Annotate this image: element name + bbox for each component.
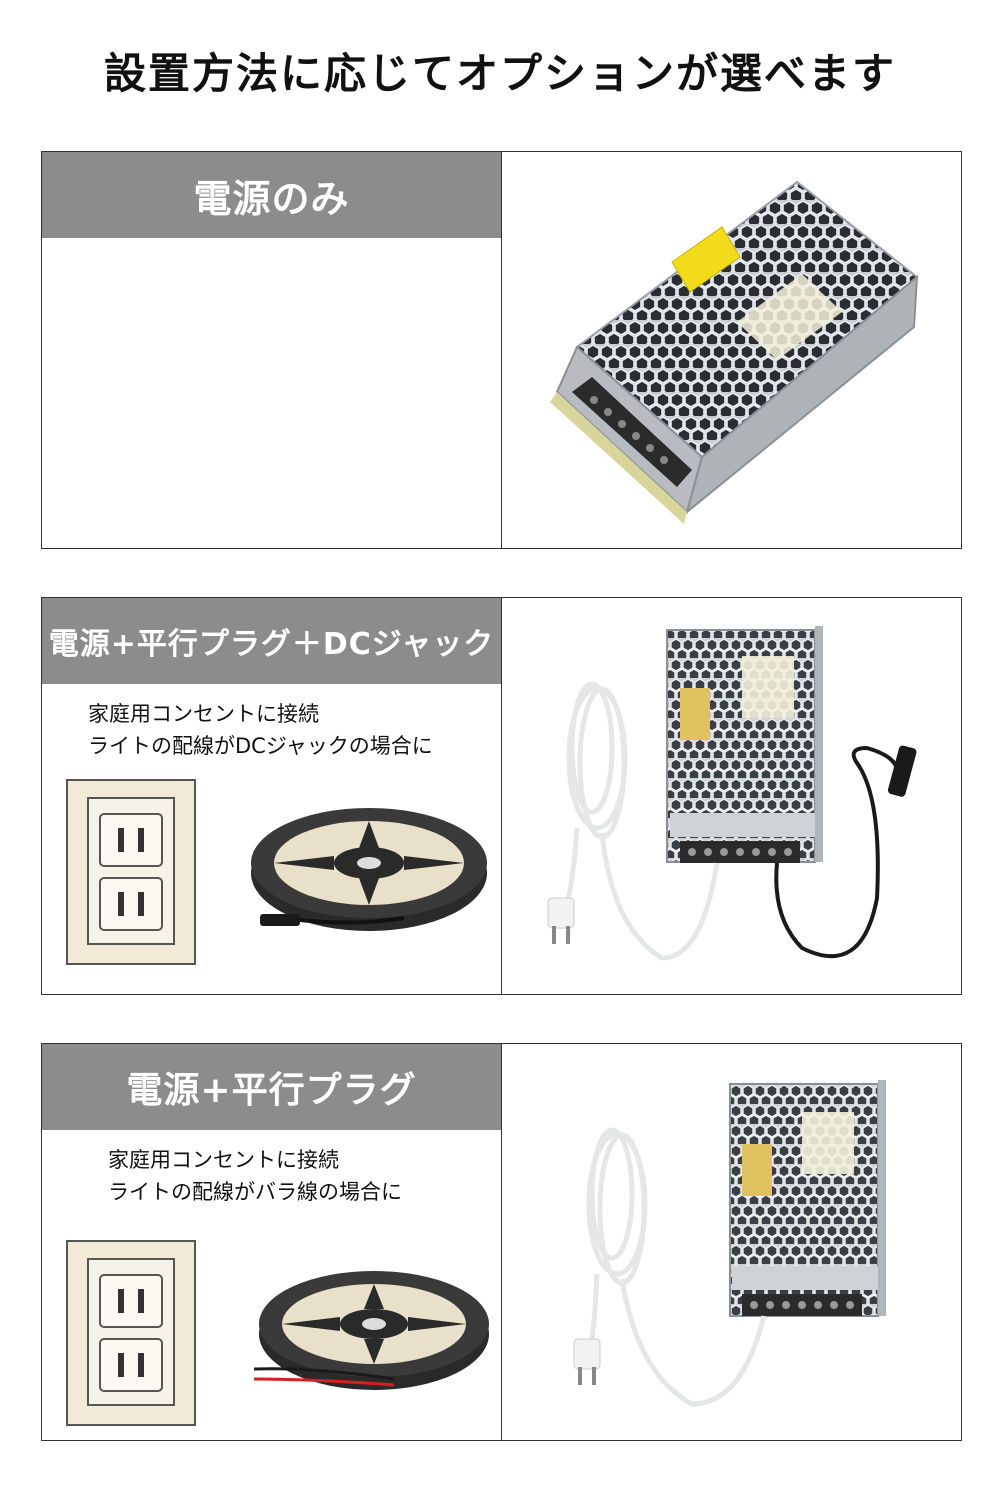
divider (501, 1044, 502, 1440)
power-cord-plug-icon (559, 681, 720, 961)
usage-illustration (64, 778, 494, 968)
description-line: 家庭用コンセントに接続 (108, 1148, 339, 1172)
led-strip-reel-icon (251, 808, 487, 931)
option-description: 家庭用コンセントに接続 ライトの配線がDCジャックの場合に (88, 698, 433, 762)
option-power-plug: 電源+平行プラグ 家庭用コンセントに接続 ライトの配線がバラ線の場合に (41, 1043, 962, 1441)
wall-outlet-icon (66, 1240, 196, 1426)
option-power-only: 電源のみ (41, 151, 962, 549)
divider (501, 598, 502, 994)
divider (501, 152, 502, 548)
power-supply-icon (550, 180, 919, 524)
wall-outlet-icon (66, 779, 196, 965)
power-supply-icon (547, 626, 917, 961)
description-line: ライトの配線がDCジャックの場合に (88, 734, 433, 758)
description-line: ライトの配線がバラ線の場合に (108, 1180, 402, 1204)
option-power-plug-dcjack: 電源+平行プラグ＋DCジャック 家庭用コンセントに接続 ライトの配線がDCジャッ… (41, 597, 962, 995)
option-label: 電源のみ (42, 152, 501, 238)
page-title: 設置方法に応じてオプションが選べます (103, 49, 896, 98)
usage-illustration (64, 1239, 494, 1429)
product-image-panel (502, 152, 961, 548)
led-strip-reel-icon (259, 1271, 489, 1390)
product-image-panel (502, 1044, 961, 1440)
power-cord-plug-icon (584, 1127, 767, 1407)
power-supply-icon (573, 1080, 886, 1407)
option-description: 家庭用コンセントに接続 ライトの配線がバラ線の場合に (108, 1144, 402, 1208)
option-label: 電源+平行プラグ＋DCジャック (42, 598, 501, 684)
product-image-panel (502, 598, 961, 994)
description-line: 家庭用コンセントに接続 (88, 702, 319, 726)
option-label: 電源+平行プラグ (42, 1044, 501, 1130)
dc-jack-cable-icon (260, 914, 405, 926)
